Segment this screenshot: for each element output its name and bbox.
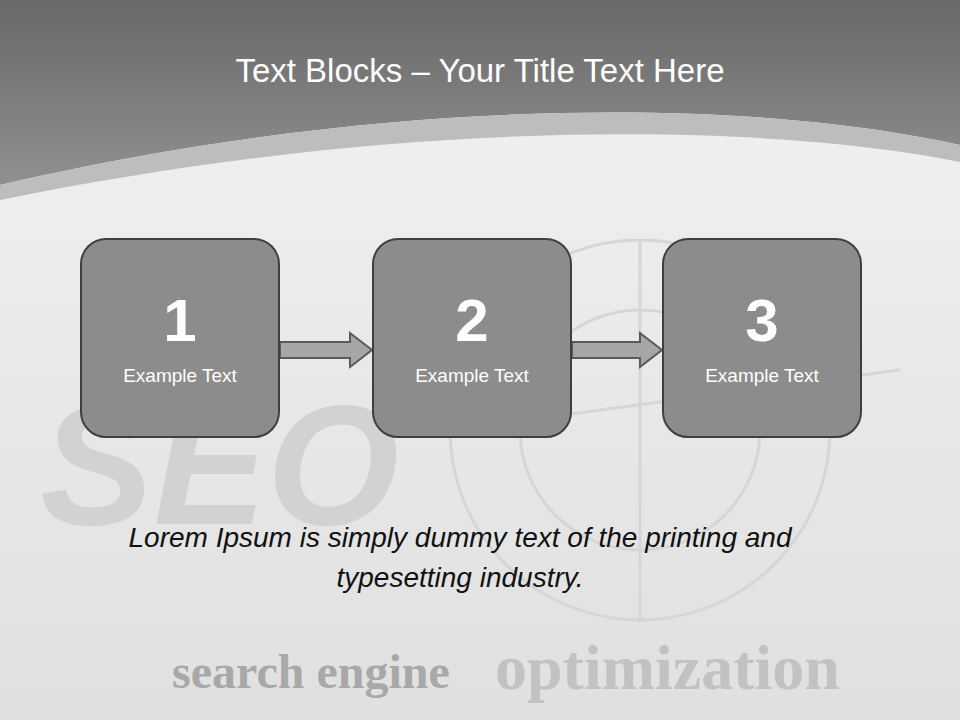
flow-arrow (572, 333, 662, 367)
step-number: 2 (455, 288, 488, 354)
step-text: Example Text (705, 364, 819, 388)
step-text: Example Text (415, 364, 529, 388)
step-number: 3 (745, 288, 778, 354)
step-box: 1Example Text (80, 238, 280, 438)
slide-title: Text Blocks – Your Title Text Here (0, 52, 960, 90)
step-box: 2Example Text (372, 238, 572, 438)
step-number: 1 (163, 288, 196, 354)
watermark-text: search engine (172, 648, 450, 696)
flow-arrow (280, 333, 372, 367)
caption: Lorem Ipsum is simply dummy text of the … (110, 518, 810, 598)
step-box: 3Example Text (662, 238, 862, 438)
step-text: Example Text (123, 364, 237, 388)
watermark-text: optimization (495, 636, 840, 700)
header-swoosh (0, 113, 960, 200)
